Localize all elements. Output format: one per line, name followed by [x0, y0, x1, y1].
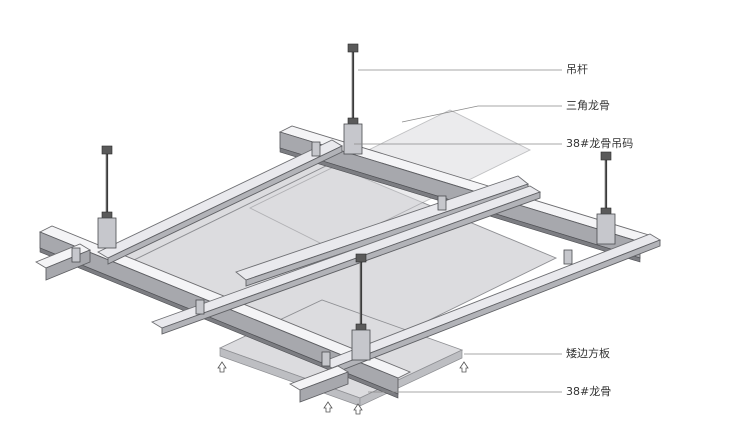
channel-stub-front: [288, 365, 350, 403]
triangle-keel-1: [97, 139, 343, 265]
label-keel-hanger-clip: 38#龙骨吊码: [566, 137, 634, 150]
triangle-keel-3: [150, 185, 542, 335]
up-arrow-icon: [217, 361, 227, 373]
hanger-rod-icon: [351, 253, 371, 361]
label-hanger-rod: 吊杆: [566, 63, 588, 76]
label-triangle-keel: 三角龙骨: [566, 99, 610, 112]
hanger-rod-icon: [596, 151, 616, 245]
leader-lines: [354, 69, 562, 393]
up-arrow-icon: [459, 361, 469, 373]
hanger-rod-icon: [97, 145, 117, 249]
label-keel-38: 38#龙骨: [566, 385, 612, 398]
up-arrow-icon: [353, 403, 363, 415]
hanger-rod-icon: [343, 43, 363, 155]
keel-connectors: [71, 141, 573, 367]
up-arrow-icon: [323, 401, 333, 413]
label-edge-panel: 矮边方板: [566, 347, 610, 360]
